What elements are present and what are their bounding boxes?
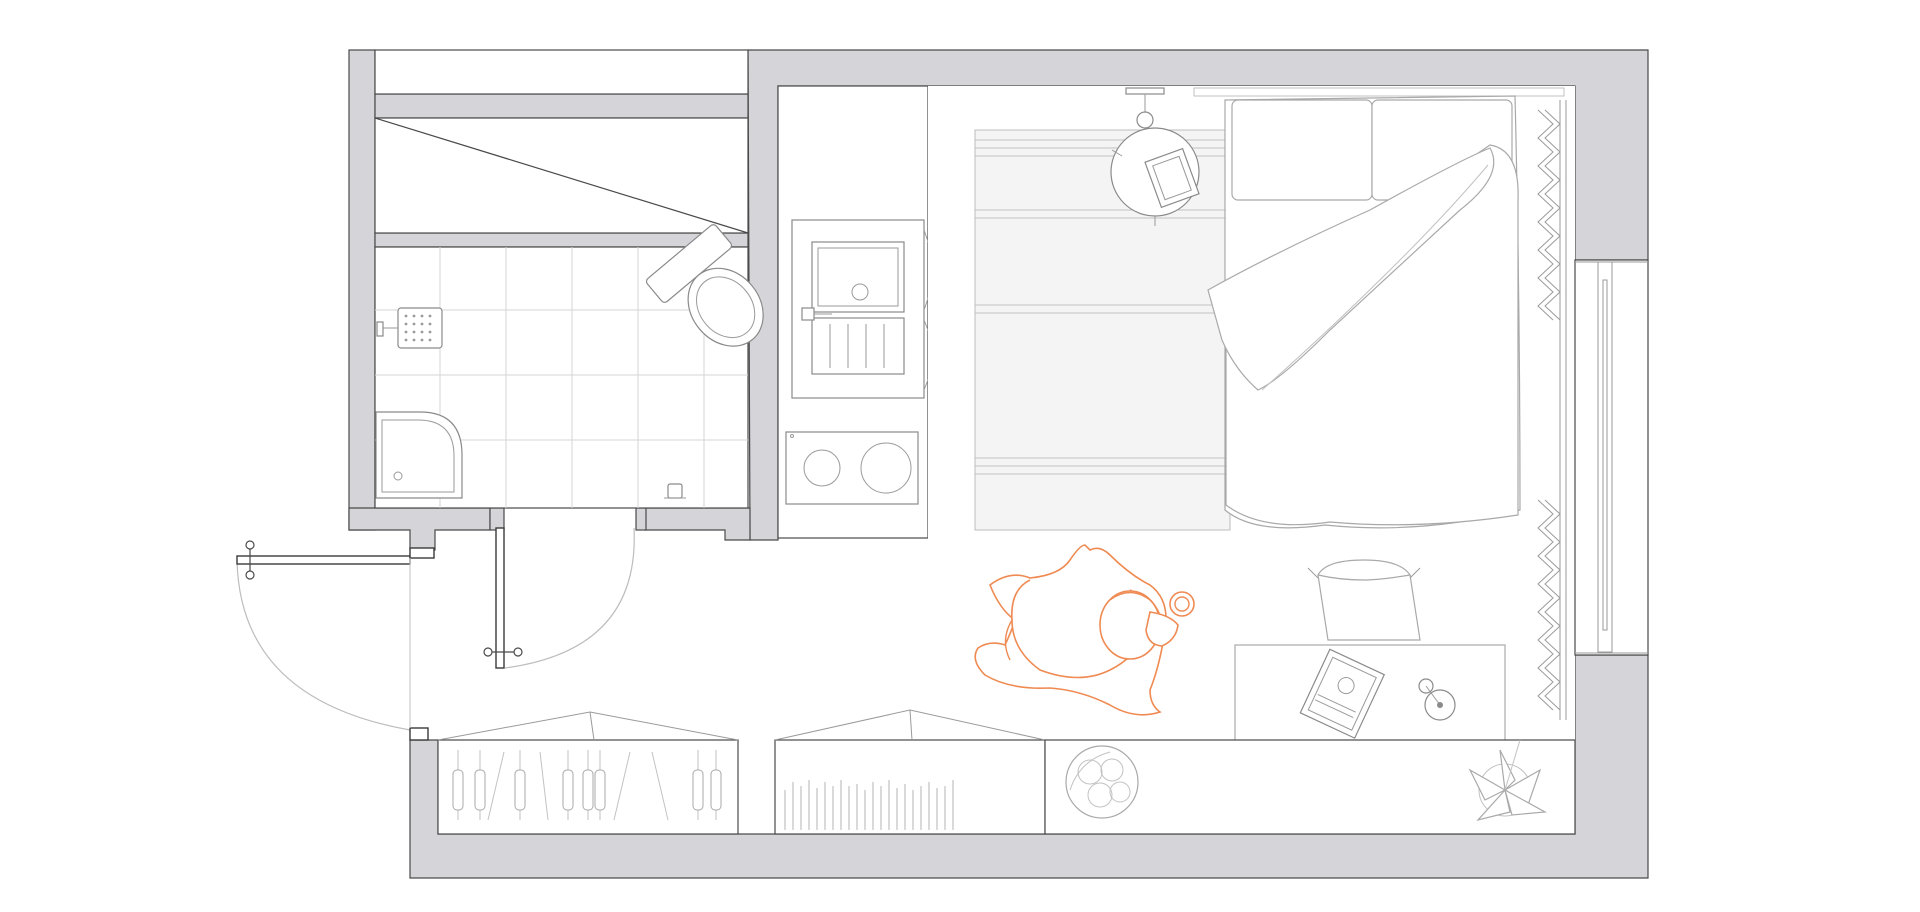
desk-lamp-icon xyxy=(1418,678,1456,721)
bathroom-bottom-wall-left xyxy=(348,507,491,551)
wardrobe xyxy=(437,711,739,835)
shower-head-icon xyxy=(376,307,443,349)
door-jamb-left xyxy=(489,507,505,531)
entry-door-swing xyxy=(236,559,411,731)
bathroom-door-leaf[interactable] xyxy=(495,527,505,669)
bathroom-bottom-wall-right xyxy=(644,507,751,541)
book-icon xyxy=(1299,648,1386,739)
pillow-left xyxy=(1231,99,1373,201)
main-room xyxy=(437,86,1649,835)
kitchen-sink xyxy=(791,219,925,399)
bed-icon xyxy=(1193,87,1565,529)
fruit-bowl-icon xyxy=(1065,745,1139,819)
bathroom xyxy=(374,224,764,509)
bathroom-door[interactable] xyxy=(409,527,635,728)
hob-icon xyxy=(785,431,919,505)
person-icon xyxy=(974,544,1195,716)
door-jamb-right xyxy=(635,507,647,531)
shower-tray xyxy=(375,411,463,499)
entry-door[interactable] xyxy=(236,540,435,741)
hangers xyxy=(452,750,722,821)
storage-diagonal xyxy=(374,117,749,234)
bin-icon xyxy=(664,483,686,499)
kitchenette xyxy=(777,85,939,539)
storage-divider-1 xyxy=(374,93,749,119)
bathroom-door-swing xyxy=(504,527,635,669)
window-icon xyxy=(1574,259,1649,656)
left-wall xyxy=(348,49,376,531)
toilet-icon xyxy=(645,224,764,347)
storage-shelf-top xyxy=(374,49,749,95)
dining-chair-icon xyxy=(1110,87,1200,226)
sideboard xyxy=(1044,739,1576,835)
plant-icon xyxy=(1468,739,1548,822)
desk-chair-icon xyxy=(1307,559,1421,641)
entry-door-leaf[interactable] xyxy=(236,555,411,565)
desk-icon xyxy=(1234,644,1506,746)
bookshelf xyxy=(774,709,1046,835)
radiator-icon xyxy=(1537,100,1567,720)
